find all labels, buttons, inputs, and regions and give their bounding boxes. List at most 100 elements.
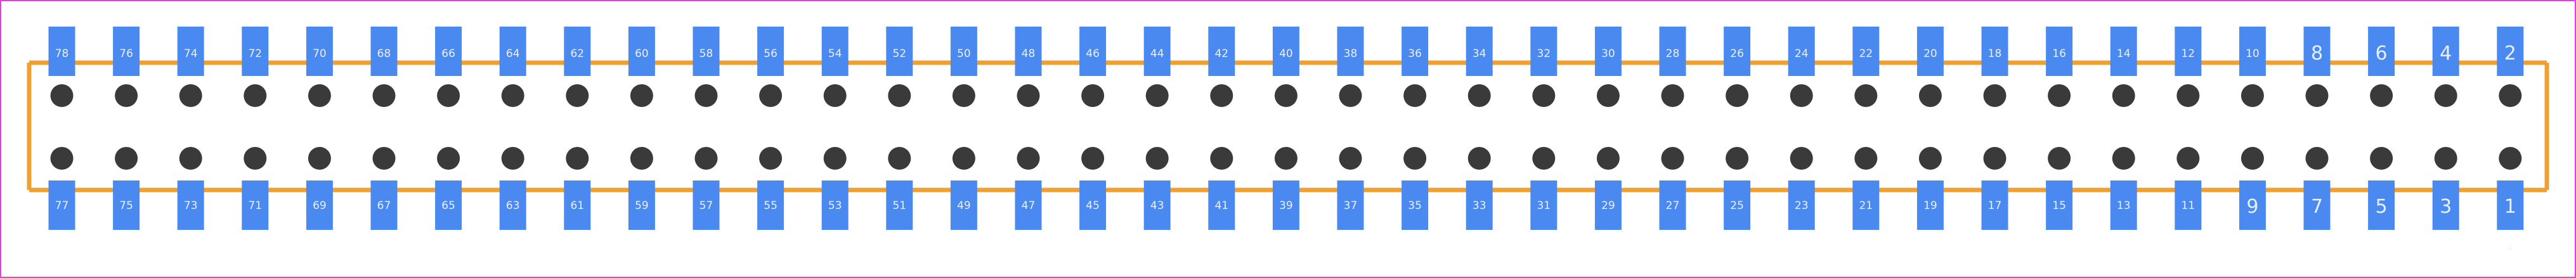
smd-pad: [821, 180, 849, 230]
drill-hole: [952, 147, 975, 170]
smd-pad: [1981, 27, 2008, 76]
smd-pad: [1466, 180, 1493, 230]
pad-bottom-17: 17: [1981, 147, 2008, 230]
drill-hole: [1145, 84, 1169, 107]
smd-pad: [1337, 27, 1364, 76]
drill-hole: [179, 84, 202, 107]
pad-bottom-5: 5: [2368, 147, 2395, 230]
smd-pad: [2239, 180, 2266, 230]
pad-number-label: 63: [506, 199, 520, 212]
drill-hole: [1790, 147, 1813, 170]
pad-bottom-31: 31: [1530, 147, 1558, 230]
pad-bottom-35: 35: [1402, 147, 1429, 230]
pad-number-label: 42: [1214, 47, 1228, 60]
drill-hole: [501, 84, 524, 107]
pad-number-label: 8: [2311, 42, 2323, 65]
smd-pad: [242, 180, 269, 230]
drill-hole: [1274, 147, 1298, 170]
pad-number-label: 59: [635, 199, 649, 212]
drill-hole: [1274, 84, 1298, 107]
smd-pad: [2497, 27, 2524, 76]
pad-number-label: 61: [570, 199, 584, 212]
pad-top-68: 68: [370, 27, 398, 107]
drill-hole: [566, 84, 589, 107]
drill-hole: [1403, 147, 1427, 170]
pad-number-label: 32: [1537, 47, 1551, 60]
drill-hole: [1017, 147, 1040, 170]
smd-pad: [886, 27, 913, 76]
pad-bottom-63: 63: [499, 147, 526, 230]
drill-hole: [823, 147, 847, 170]
smd-pad: [628, 180, 655, 230]
pad-number-label: 71: [248, 199, 262, 212]
smd-pad: [1788, 180, 1815, 230]
pad-number-label: 67: [377, 199, 391, 212]
pad-number-label: 3: [2440, 196, 2452, 218]
smd-pad: [1724, 27, 1751, 76]
drill-hole: [2434, 84, 2457, 107]
pad-top-52: 52: [886, 27, 913, 107]
smd-pad: [1724, 180, 1751, 230]
pad-number-label: 68: [377, 47, 391, 60]
pad-top-36: 36: [1402, 27, 1429, 107]
pad-number-label: 49: [957, 199, 971, 212]
drill-hole: [372, 147, 396, 170]
pad-number-label: 52: [892, 47, 906, 60]
drill-hole: [1790, 84, 1813, 107]
smd-pad: [1916, 180, 1944, 230]
pad-number-label: 16: [2052, 47, 2066, 60]
pad-bottom-27: 27: [1659, 147, 1686, 230]
pad-number-label: 65: [441, 199, 455, 212]
drill-hole: [1339, 147, 1362, 170]
smd-pad: [48, 180, 75, 230]
pad-bottom-25: 25: [1724, 147, 1751, 230]
drill-hole: [630, 84, 653, 107]
drill-hole: [1339, 84, 1362, 107]
drill-hole: [115, 147, 138, 170]
pad-top-22: 22: [1852, 27, 1880, 107]
smd-pad: [757, 27, 784, 76]
pad-number-label: 14: [2117, 47, 2131, 60]
pad-top-30: 30: [1594, 27, 1622, 107]
pad-number-label: 23: [1795, 199, 1809, 212]
drill-hole: [2241, 147, 2264, 170]
smd-pad: [950, 27, 977, 76]
smd-pad: [693, 180, 720, 230]
drill-hole: [115, 84, 138, 107]
smd-pad: [370, 180, 398, 230]
pad-top-34: 34: [1466, 27, 1493, 107]
pad-top-76: 76: [113, 27, 140, 107]
drill-hole: [1983, 84, 2007, 107]
pad-bottom-59: 59: [628, 147, 655, 230]
drill-hole: [1532, 147, 1556, 170]
pad-number-label: 4: [2440, 42, 2452, 65]
pad-bottom-21: 21: [1852, 147, 1880, 230]
smd-pad: [48, 27, 75, 76]
drill-hole: [2048, 147, 2071, 170]
smd-pad: [1208, 27, 1235, 76]
pad-bottom-23: 23: [1788, 147, 1815, 230]
drill-hole: [1210, 147, 1233, 170]
pad-number-label: 78: [55, 47, 69, 60]
pad-top-48: 48: [1015, 27, 1042, 107]
smd-pad: [1530, 27, 1558, 76]
pad-bottom-53: 53: [821, 147, 849, 230]
pad-number-label: 62: [570, 47, 584, 60]
pad-bottom-75: 75: [113, 147, 140, 230]
drill-hole: [2112, 84, 2135, 107]
drill-hole: [1726, 84, 1749, 107]
drill-hole: [823, 84, 847, 107]
pad-top-54: 54: [821, 27, 849, 107]
drill-hole: [2434, 147, 2457, 170]
pad-top-64: 64: [499, 27, 526, 107]
pad-bottom-57: 57: [693, 147, 720, 230]
drill-hole: [566, 147, 589, 170]
drill-hole: [2176, 147, 2200, 170]
smd-pad: [1594, 180, 1622, 230]
pad-number-label: 31: [1537, 199, 1551, 212]
pad-bottom-11: 11: [2175, 147, 2202, 230]
pad-number-label: 58: [699, 47, 713, 60]
